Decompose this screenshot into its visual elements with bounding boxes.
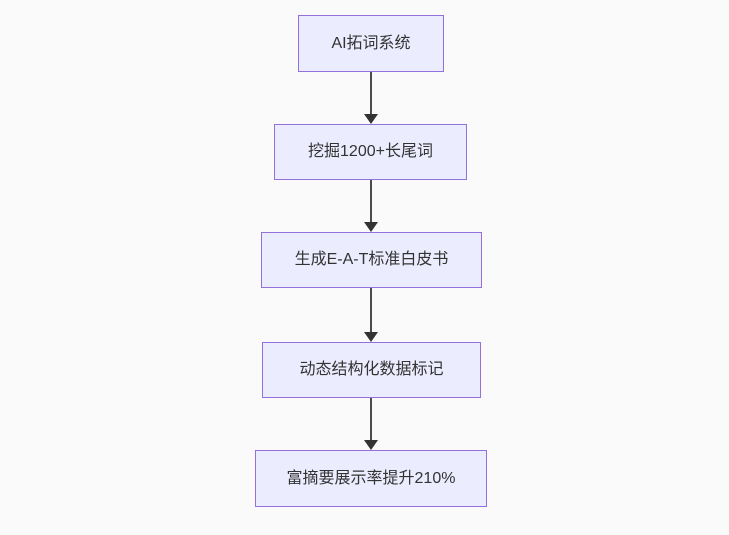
arrow-down-icon <box>364 288 378 342</box>
node-label: AI拓词系统 <box>331 34 411 52</box>
arrowhead-icon <box>364 222 378 232</box>
arrow-line <box>370 180 372 222</box>
node-label: 挖掘1200+长尾词 <box>308 143 433 160</box>
arrowhead-icon <box>364 332 378 342</box>
flowchart-node-eat-whitepaper: 生成E-A-T标准白皮书 <box>261 232 482 288</box>
arrowhead-icon <box>364 440 378 450</box>
node-label: 动态结构化数据标记 <box>299 361 444 378</box>
flowchart-node-longtail-words: 挖掘1200+长尾词 <box>274 124 467 180</box>
arrow-line <box>370 398 372 440</box>
node-label: 生成E-A-T标准白皮书 <box>294 251 449 268</box>
arrow-line <box>370 288 372 332</box>
arrowhead-icon <box>364 114 378 124</box>
arrow-down-icon <box>364 398 378 450</box>
flowchart-node-structured-data: 动态结构化数据标记 <box>262 342 481 398</box>
arrow-down-icon <box>364 180 378 232</box>
arrow-down-icon <box>364 72 378 124</box>
arrow-line <box>370 72 372 114</box>
node-label: 富摘要展示率提升210% <box>286 469 456 487</box>
flowchart-node-ai-system: AI拓词系统 <box>298 15 444 72</box>
flowchart-node-rich-snippet-result: 富摘要展示率提升210% <box>255 450 487 507</box>
